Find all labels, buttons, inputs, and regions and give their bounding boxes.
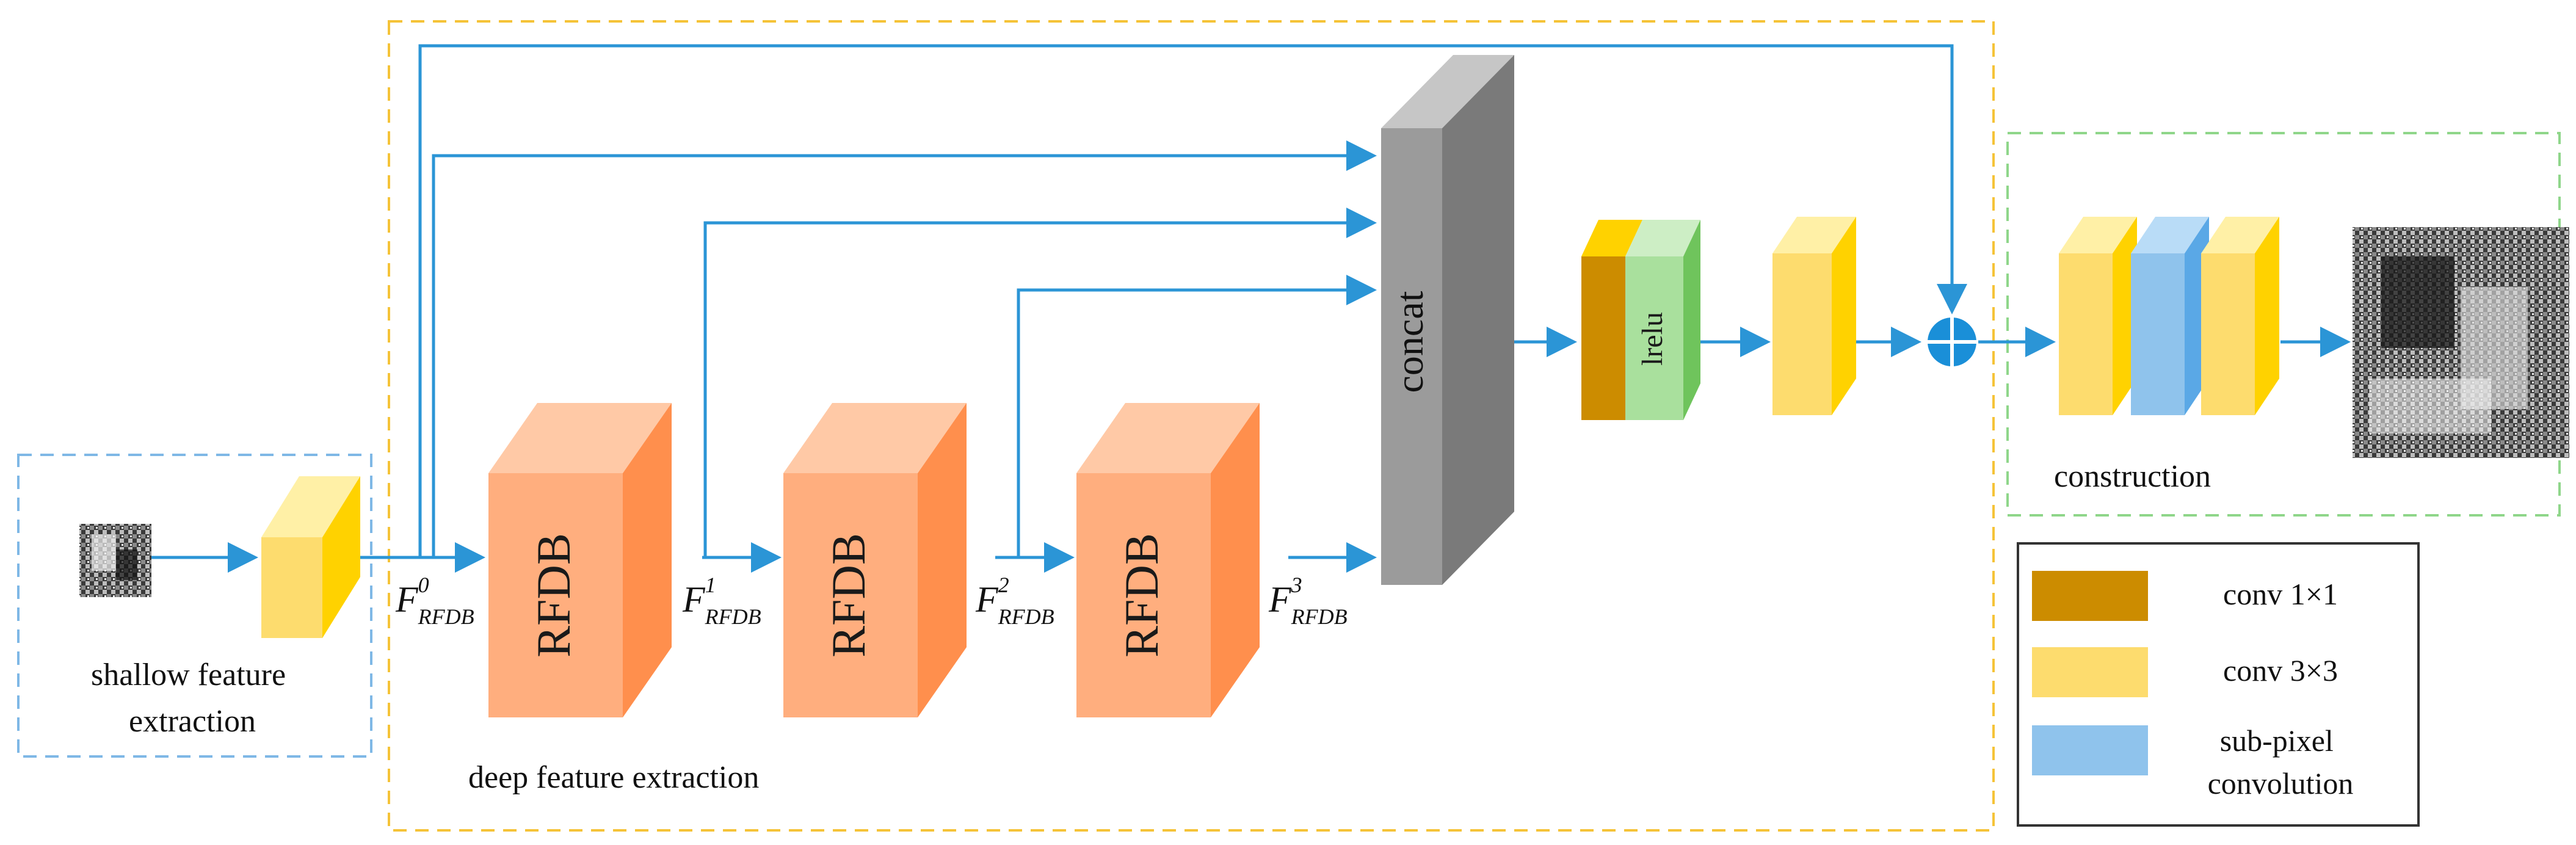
construction-section-label: construction: [2054, 459, 2211, 494]
legend: conv 1×1 conv 3×3 sub-pixel convolution: [2017, 542, 2420, 827]
conv1x1-lrelu-block: lrelu: [1581, 220, 1700, 420]
output-image: [2353, 227, 2569, 458]
add-node: [1928, 317, 1976, 366]
construction-conv3x3-2: [2201, 217, 2279, 415]
legend-label-conv1x1: conv 1×1: [2223, 577, 2338, 611]
feature-label-3: FRFDB3: [1268, 573, 1348, 629]
construction-conv3x3-1: [2059, 217, 2137, 415]
legend-swatch-subpixel: [2032, 725, 2148, 775]
legend-swatch-conv3x3: [2032, 647, 2148, 697]
shallow-section-label: shallow feature extraction: [91, 658, 294, 739]
legend-swatch-conv1x1: [2032, 571, 2148, 621]
construction-section-box: [2006, 132, 2561, 517]
shallow-section-box: [17, 454, 372, 758]
rfdb-label-2: RFDB: [822, 533, 875, 658]
feature-label-0: FRFDB0: [395, 573, 474, 629]
rfdb-block-1: RFDB: [488, 403, 672, 717]
shallow-conv3x3-block: [261, 476, 360, 638]
rfdb-label-1: RFDB: [527, 533, 580, 658]
legend-label-subpixel: sub-pixel convolution: [2208, 724, 2354, 800]
rfdb-block-3: RFDB: [1076, 403, 1260, 717]
concat-label: concat: [1388, 291, 1431, 393]
legend-label-conv3x3: conv 3×3: [2223, 653, 2338, 687]
construction-subpixel-block: [2131, 217, 2209, 415]
feature-label-2: FRFDB2: [975, 573, 1054, 629]
rfdb-block-2: RFDB: [783, 403, 967, 717]
lrelu-label: lrelu: [1636, 312, 1669, 366]
deep-section-label: deep feature extraction: [468, 760, 759, 795]
post-conv3x3-block: [1772, 217, 1856, 415]
connections: [151, 44, 2351, 573]
input-image: [79, 524, 151, 597]
rfdb-label-3: RFDB: [1115, 533, 1168, 658]
deep-section-box: [388, 20, 1995, 832]
feature-label-1: FRFDB1: [682, 573, 761, 629]
concat-block: concat: [1381, 55, 1514, 585]
